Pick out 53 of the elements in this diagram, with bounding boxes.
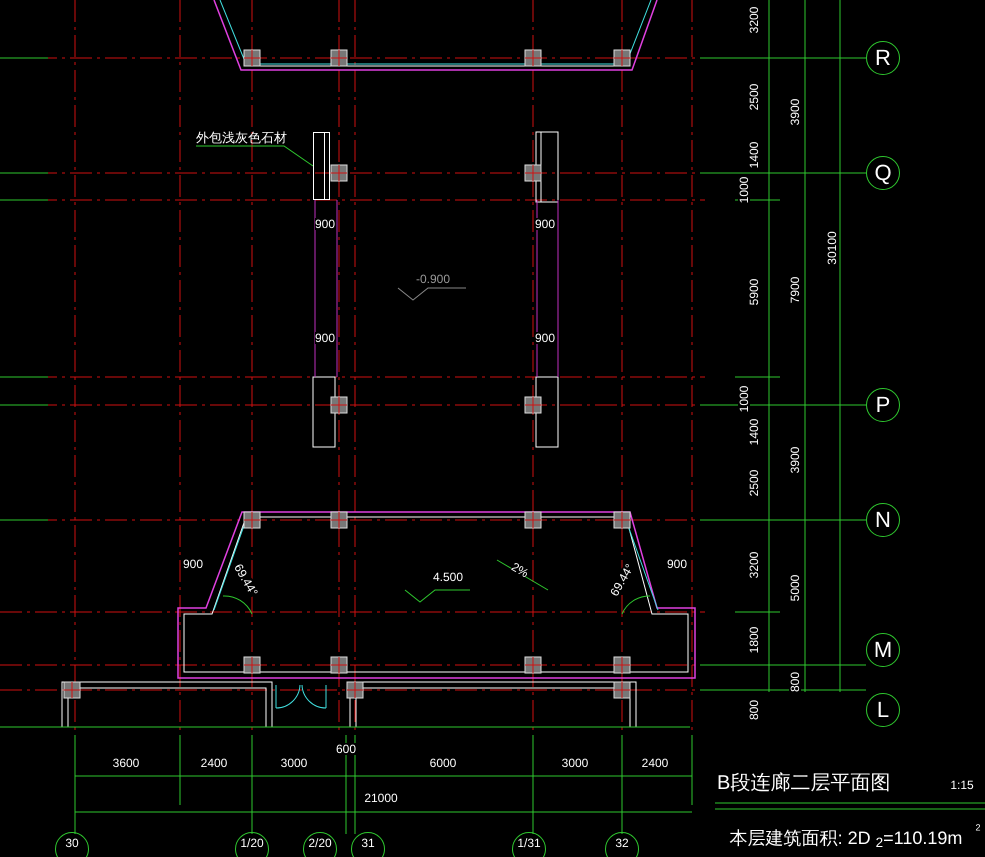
dimension-text: 1:15 xyxy=(950,779,974,791)
dimension-text: 本层建筑面积: 2D $_{2}$=110.19m xyxy=(730,829,962,847)
dimension-text: 3000 xyxy=(280,757,308,769)
dimension-text: 2 xyxy=(976,824,980,832)
dimension-text: 1000 xyxy=(738,386,750,412)
axis-bubble: Q xyxy=(866,156,900,190)
dimension-text: 3200 xyxy=(748,6,760,34)
dimension-text: 2500 xyxy=(748,84,760,110)
axis-bubble: 31 xyxy=(351,832,385,857)
dimension-text: 2400 xyxy=(200,757,228,769)
axis-bubble: 2/20 xyxy=(303,832,337,857)
dimension-text: 3900 xyxy=(789,446,801,474)
dimension-text: 30100 xyxy=(826,231,838,265)
dimension-text: 7900 xyxy=(789,276,801,304)
dimension-text: 900 xyxy=(182,558,204,570)
dimension-text: 5000 xyxy=(789,574,801,602)
dimension-text: 1000 xyxy=(738,176,750,204)
dimension-text: 4.500 xyxy=(432,571,464,583)
dimension-text: 800 xyxy=(789,672,801,692)
dimension-text: 1400 xyxy=(748,418,760,446)
dimension-text: 900 xyxy=(666,558,688,570)
axis-bubble: 1/20 xyxy=(235,832,269,857)
axis-bubble: M xyxy=(866,633,900,667)
dimension-text: 800 xyxy=(748,700,760,720)
axis-bubble: R xyxy=(866,41,900,75)
axis-bubble: L xyxy=(866,693,900,727)
stone-cladding xyxy=(313,132,330,200)
dimension-text: 900 xyxy=(314,332,336,344)
dimension-text: 3000 xyxy=(562,757,588,769)
dimension-text: 3900 xyxy=(789,98,801,126)
axis-bubble: P xyxy=(866,388,900,422)
dimension-text: 2500 xyxy=(748,470,760,496)
dimension-text: 1400 xyxy=(748,142,760,168)
dimension-text: 600 xyxy=(336,743,356,755)
dimension-text: 900 xyxy=(534,332,556,344)
drawing-title: B段连廊二层平面图 xyxy=(717,773,890,793)
dimension-text: 3600 xyxy=(112,757,140,769)
axis-bubble: 32 xyxy=(605,832,639,857)
axis-bubble: 1/31 xyxy=(512,832,546,857)
dimension-text: 2400 xyxy=(642,757,668,769)
axis-bubble: N xyxy=(866,503,900,537)
callout-text: 外包浅灰色石材 xyxy=(196,128,287,146)
dimension-text: 3200 xyxy=(748,552,760,578)
leader-line xyxy=(196,146,314,166)
dimension-text: 900 xyxy=(534,218,556,230)
dimension-text: 6000 xyxy=(430,757,456,769)
dimension-text: 1800 xyxy=(748,626,760,654)
dimension-text: 21000 xyxy=(364,792,398,804)
dimension-text: 5900 xyxy=(748,278,760,306)
axis-bubble: 30 xyxy=(55,832,89,857)
dimension-text: 2% xyxy=(510,560,530,580)
dimension-text: -0.900 xyxy=(416,273,450,285)
dimension-text: 900 xyxy=(314,218,336,230)
